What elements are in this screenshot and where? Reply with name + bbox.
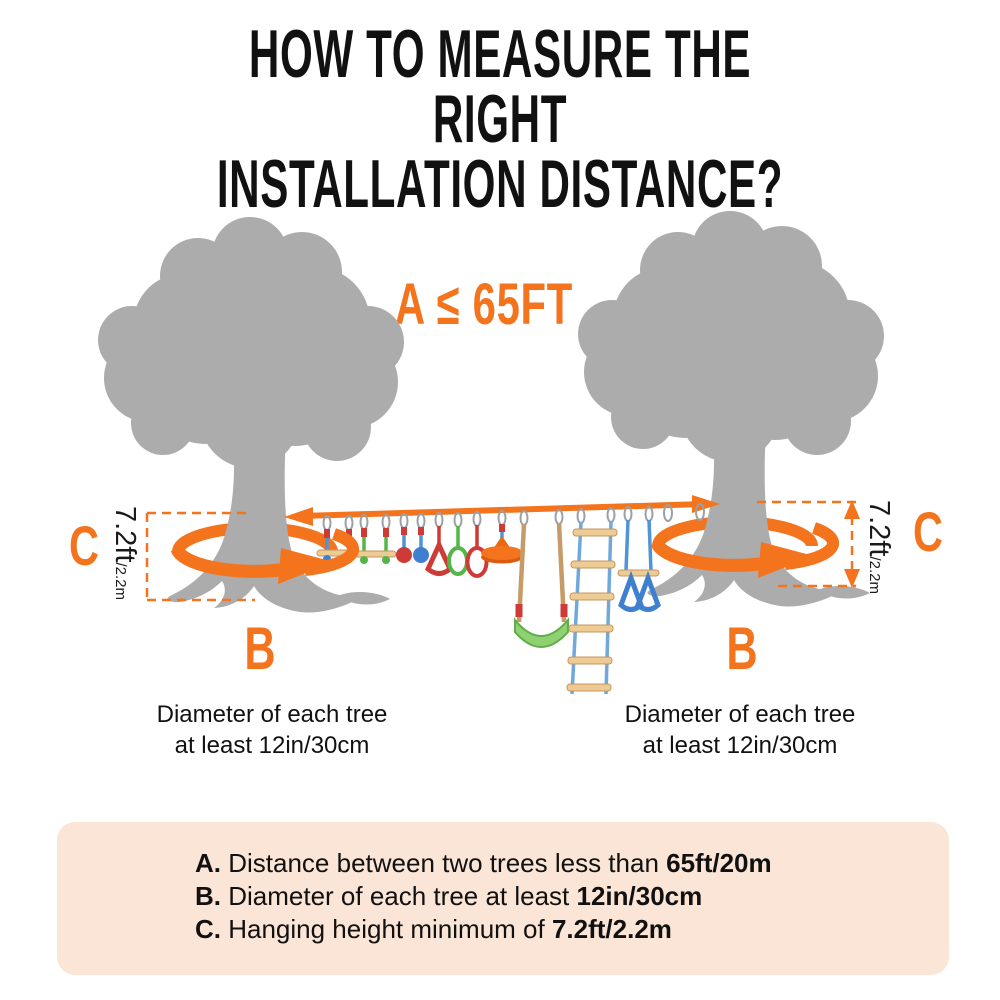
c-label-left: C (69, 514, 99, 577)
height-measure-left (145, 511, 255, 602)
b-label-right: B (726, 615, 758, 682)
height-value-m: /2.2m (112, 562, 129, 600)
legend-item-b: B. Diameter of each tree at least 12in/3… (195, 880, 949, 913)
height-value-right: 7.2ft/2.2m (857, 500, 896, 594)
height-value-ft: 7.2ft (109, 506, 141, 563)
height-measure-right (757, 500, 860, 588)
legend-value: 7.2ft/2.2m (551, 914, 672, 944)
rope-ladder (566, 520, 618, 695)
legend-value: 12in/30cm (576, 881, 703, 911)
height-value-m: /2.2m (866, 556, 883, 594)
distance-a-label: A ≤ 65FT (395, 272, 573, 337)
legend-item-a: A. Distance between two trees less than … (195, 847, 949, 880)
legend-text: Diameter of each tree at least (221, 881, 577, 911)
swing (514, 522, 569, 648)
monkey-bar-green (353, 528, 397, 564)
slackline-distance-arrow (284, 495, 720, 526)
gym-ring-red (465, 525, 489, 578)
height-value-ft: 7.2ft (863, 500, 895, 557)
legend-letter: C. (195, 914, 221, 944)
gym-ring-green (447, 526, 469, 576)
tree-caption-right: Diameter of each tree at least 12in/30cm (624, 701, 856, 759)
b-label-left: B (244, 615, 276, 682)
obstacle-course (316, 503, 705, 695)
spinner-disc-seat (481, 524, 523, 564)
legend-value: 65ft/20m (666, 848, 772, 878)
height-value-left: 7.2ft/2.2m (103, 506, 142, 600)
gym-ring-red-triangle (424, 526, 454, 576)
ball-grip-blue (413, 527, 429, 563)
legend-text: Hanging height minimum of (221, 914, 552, 944)
legend-panel: A. Distance between two trees less than … (57, 822, 949, 975)
tree-caption-left: Diameter of each tree at least 12in/30cm (156, 701, 388, 759)
page-title: HOW TO MEASURE THE RIGHT INSTALLATION DI… (216, 16, 784, 222)
c-label-right: C (913, 500, 943, 563)
legend-letter: B. (195, 881, 221, 911)
ball-grip-red (396, 527, 412, 563)
legend-item-c: C. Hanging height minimum of 7.2ft/2.2m (195, 913, 949, 946)
trapeze-rings (617, 519, 661, 612)
legend-letter: A. (195, 848, 221, 878)
legend-text: Distance between two trees less than (221, 848, 667, 878)
